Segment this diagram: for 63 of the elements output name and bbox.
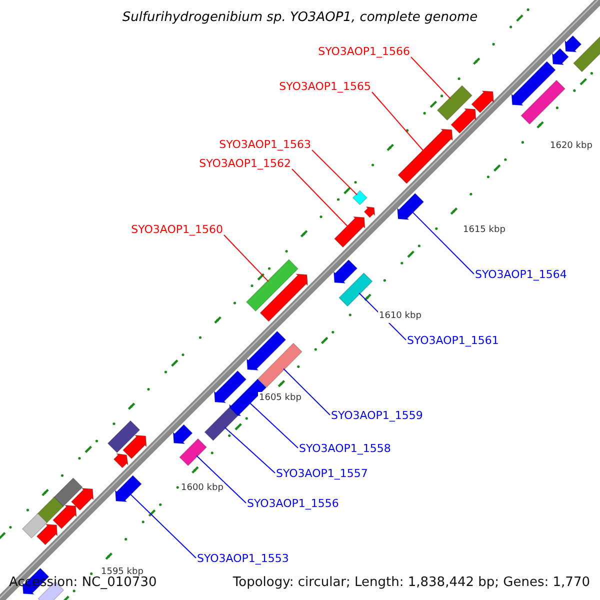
gene-feature	[172, 424, 193, 444]
gene-feature	[114, 475, 142, 502]
gene-feature	[333, 259, 358, 284]
leader-line	[372, 92, 424, 152]
gene-label: SYO3AOP1_1559	[331, 409, 423, 422]
gene-label: SYO3AOP1_1565	[279, 80, 371, 93]
gene-block	[52, 478, 83, 508]
gene-feature	[552, 48, 569, 66]
gene-feature	[397, 192, 424, 220]
gene-feature	[122, 434, 147, 460]
gene-block	[436, 85, 472, 121]
gene-feature	[450, 108, 476, 134]
gene-block	[204, 406, 238, 441]
gene-feature	[36, 524, 58, 546]
map-title: Sulfurihydrogenibium sp. YO3AOP1, complete genome	[122, 10, 478, 25]
gene-feature	[70, 488, 94, 511]
leader-line	[249, 402, 298, 448]
gene-label: SYO3AOP1_1561	[407, 334, 499, 347]
leader-line	[312, 150, 358, 196]
gene-feature	[471, 90, 494, 114]
gene-feature	[260, 274, 308, 322]
leader-line	[196, 455, 246, 504]
gene-feature	[334, 216, 366, 248]
gene-label: SYO3AOP1_1558	[299, 442, 391, 455]
gene-label: SYO3AOP1_1563	[219, 138, 311, 151]
scale-label: 1605 kbp	[258, 392, 302, 405]
leader-line	[410, 56, 451, 100]
gene-block	[179, 438, 207, 466]
gene-diamond	[352, 190, 368, 206]
gene-block	[258, 342, 302, 388]
gene-block	[520, 80, 566, 125]
gene-feature	[364, 206, 376, 218]
gene-feature	[52, 504, 77, 530]
leader-line	[224, 234, 269, 282]
gene-feature	[511, 61, 556, 106]
leader-line	[224, 426, 276, 474]
gene-block	[36, 496, 64, 524]
gene-label: SYO3AOP1_1566	[318, 45, 410, 58]
gene-feature	[564, 35, 582, 52]
gene-label: SYO3AOP1_1556	[247, 497, 339, 510]
scale-label: 1615 kbp	[462, 224, 506, 237]
gene-feature	[246, 330, 286, 371]
gene-block	[22, 512, 48, 539]
gene-block	[246, 259, 298, 312]
gene-block	[107, 420, 140, 454]
leader-line	[283, 368, 330, 416]
leader-line	[130, 493, 196, 558]
scale-label: 1610 kbp	[378, 310, 422, 323]
gene-block	[338, 272, 373, 307]
gene-feature	[113, 453, 128, 468]
gene-label: SYO3AOP1_1560	[131, 223, 223, 236]
gene-feature	[214, 370, 247, 404]
gene-feature	[398, 128, 453, 184]
leader-line	[412, 211, 474, 274]
scale-label: 1600 kbp	[180, 482, 224, 495]
gene-block	[573, 34, 600, 72]
leader-line	[292, 168, 348, 228]
gene-label: SYO3AOP1_1553	[197, 552, 289, 565]
genome-stats-text: Topology: circular; Length: 1,838,442 bp; Genes: 1,770	[232, 575, 590, 591]
gene-label: SYO3AOP1_1562	[199, 157, 291, 170]
scale-label: 1620 kbp	[549, 140, 594, 153]
gene-label: SYO3AOP1_1557	[276, 467, 368, 480]
gene-label: SYO3AOP1_1564	[475, 268, 567, 281]
